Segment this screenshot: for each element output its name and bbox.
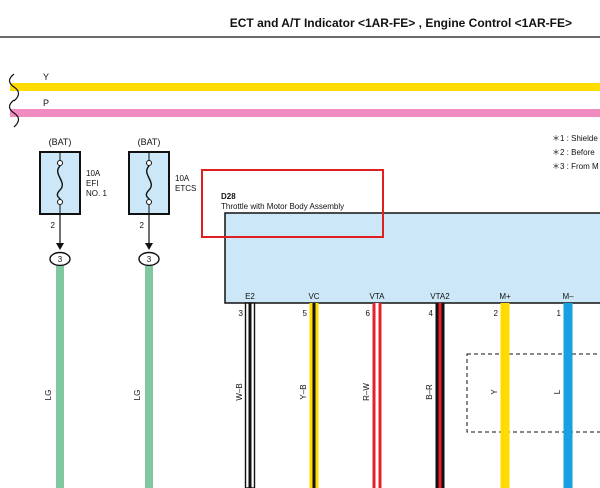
wire-stripe-e2 [248, 303, 252, 488]
arrow-down-icon [145, 243, 153, 250]
bus-p: P [8, 98, 600, 128]
pin-name-e2: E2 [245, 292, 255, 301]
wire-stripe-vc [312, 303, 316, 488]
notes: ＊1 : Shielde ＊2 : Before ＊3 : From M [552, 134, 599, 171]
wire-lg-1 [56, 266, 64, 488]
fuse-efi: (BAT) 10A EFI NO. 1 2 3 LG [39, 137, 107, 488]
pin-number-vta: 6 [366, 309, 371, 318]
wire-lg-2 [145, 266, 153, 488]
fuse-efi-connector-num: 3 [58, 255, 63, 264]
fuse-efi-source: (BAT) [49, 137, 72, 147]
dashed-box [466, 353, 600, 433]
wire-stripe-vta2 [438, 303, 442, 488]
pin-number-e2: 3 [239, 309, 244, 318]
pin-name-vta: VTA [370, 292, 386, 301]
pin-number-m: 1 [557, 309, 562, 318]
fuse-etcs: (BAT) 10A ETCS 2 3 LG [128, 137, 196, 488]
fuse-etcs-connector-num: 3 [147, 255, 152, 264]
note-2: ＊2 : Before [552, 148, 595, 157]
bus-p-break-icon [8, 99, 20, 128]
fuse-efi-name: EFI [86, 179, 98, 188]
wire-label-m: L [553, 389, 562, 394]
pin-name-vc: VC [308, 292, 319, 301]
pin-number-vta2: 4 [429, 309, 434, 318]
fuse-element-icon [56, 165, 63, 200]
page-title: ECT and A/T Indicator <1AR-FE> , Engine … [230, 16, 572, 30]
fuse-etcs-pin: 2 [140, 221, 145, 230]
component-box [224, 212, 600, 304]
note-1: ＊1 : Shielde [552, 134, 598, 143]
fuse-efi-amp: 10A [86, 169, 101, 178]
fuse-element-icon [145, 165, 152, 200]
fuse-etcs-source: (BAT) [138, 137, 161, 147]
bus-y-label: Y [43, 72, 49, 82]
pin-name-m: M– [562, 292, 574, 301]
bus-y: Y [8, 72, 600, 102]
fuse-efi-pin: 2 [51, 221, 56, 230]
pin-number-m: 2 [494, 309, 499, 318]
fuse-etcs-connector [138, 251, 160, 267]
bus-p-label: P [43, 98, 49, 108]
fuse-efi-connector [49, 251, 71, 267]
highlight-box [201, 169, 384, 238]
note-3: ＊3 : From M [552, 162, 599, 171]
wire-label-vta: R–W [362, 383, 371, 401]
wire-m [563, 303, 573, 488]
wire-lg-1-label: LG [44, 390, 53, 401]
fuse-etcs-amp: 10A [175, 174, 190, 183]
wire-lg-2-label: LG [133, 390, 142, 401]
wire-label-vta2: B–R [425, 384, 434, 400]
component-name: Throttle with Motor Body Assembly [221, 202, 344, 211]
arrow-down-icon [56, 243, 64, 250]
fuse-etcs-name: ETCS [175, 184, 196, 193]
pin-number-vc: 5 [303, 309, 308, 318]
pin-name-m: M+ [499, 292, 511, 301]
wire-label-m: Y [490, 389, 499, 395]
wire-stripe-vta [375, 303, 379, 488]
wire-m [500, 303, 510, 488]
pin-name-vta2: VTA2 [430, 292, 450, 301]
fuse-efi-name-2: NO. 1 [86, 189, 107, 198]
wire-label-vc: Y–B [299, 384, 308, 399]
wire-label-e2: W–B [235, 383, 244, 400]
component-id: D28 [221, 192, 236, 201]
bus-y-break-icon [8, 73, 20, 102]
